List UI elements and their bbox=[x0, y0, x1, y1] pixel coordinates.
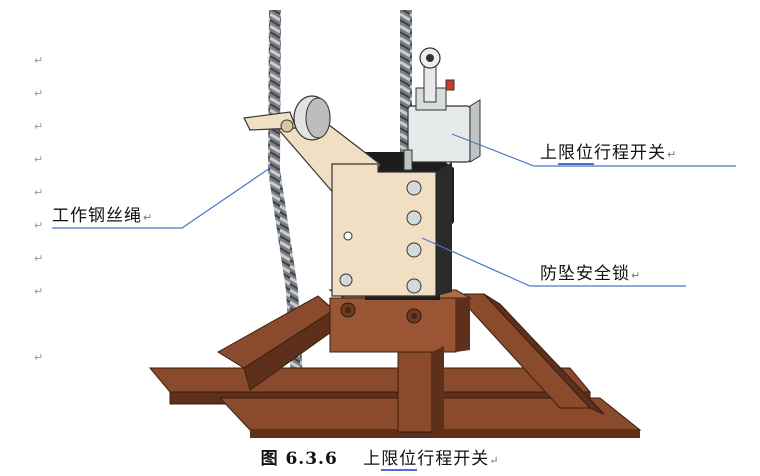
label-wire-rope-text: 工作钢丝绳 bbox=[52, 206, 142, 226]
leader-line-limit-switch bbox=[451, 133, 736, 167]
leader-line-fall-arrest-lock bbox=[421, 237, 686, 287]
paragraph-mark: ↵ bbox=[34, 54, 44, 67]
figure-title-pre: 上 bbox=[363, 449, 382, 469]
label-upper-limit-switch-pre: 上 bbox=[540, 143, 558, 163]
paragraph-mark: ↵ bbox=[34, 87, 44, 100]
paragraph-mark: ↵ bbox=[34, 351, 44, 364]
fall-arrest-lock-illustration bbox=[52, 9, 736, 438]
label-upper-limit-switch-underlined: 限位 bbox=[558, 143, 594, 165]
figure-title-post: 行程开关 bbox=[417, 449, 490, 469]
paragraph-mark: ↵ bbox=[34, 120, 44, 133]
figure-title: 上限位行程开关↵ bbox=[363, 449, 500, 471]
support-frame bbox=[148, 289, 642, 438]
paragraph-mark: ↵ bbox=[34, 252, 44, 265]
paragraph-mark: ↵ bbox=[631, 269, 642, 282]
paragraph-mark: ↵ bbox=[34, 219, 44, 232]
paragraph-mark: ↵ bbox=[34, 186, 44, 199]
label-fall-arrest-lock-text: 防坠安全锁 bbox=[540, 264, 630, 284]
figure-caption: 图 6.3.6 上限位行程开关↵ bbox=[0, 444, 760, 471]
figure-number: 图 6.3.6 bbox=[260, 449, 338, 469]
paragraph-mark: ↵ bbox=[34, 285, 44, 298]
paragraph-mark: ↵ bbox=[34, 153, 44, 166]
paragraph-mark: ↵ bbox=[667, 148, 678, 161]
fall-arrest-lock-body bbox=[243, 95, 454, 300]
label-wire-rope: 工作钢丝绳↵ bbox=[52, 201, 153, 226]
label-upper-limit-switch: 上限位行程开关↵ bbox=[540, 138, 678, 165]
label-fall-arrest-lock: 防坠安全锁↵ bbox=[540, 259, 641, 284]
paragraph-mark: ↵ bbox=[143, 211, 154, 224]
upper-limit-switch bbox=[403, 47, 481, 171]
label-upper-limit-switch-post: 行程开关 bbox=[594, 143, 666, 163]
figure-title-underlined: 限位 bbox=[381, 449, 418, 471]
leader-line-wire-rope bbox=[52, 167, 271, 229]
paragraph-mark: ↵ bbox=[489, 454, 500, 467]
wire-rope-left bbox=[267, 9, 306, 433]
